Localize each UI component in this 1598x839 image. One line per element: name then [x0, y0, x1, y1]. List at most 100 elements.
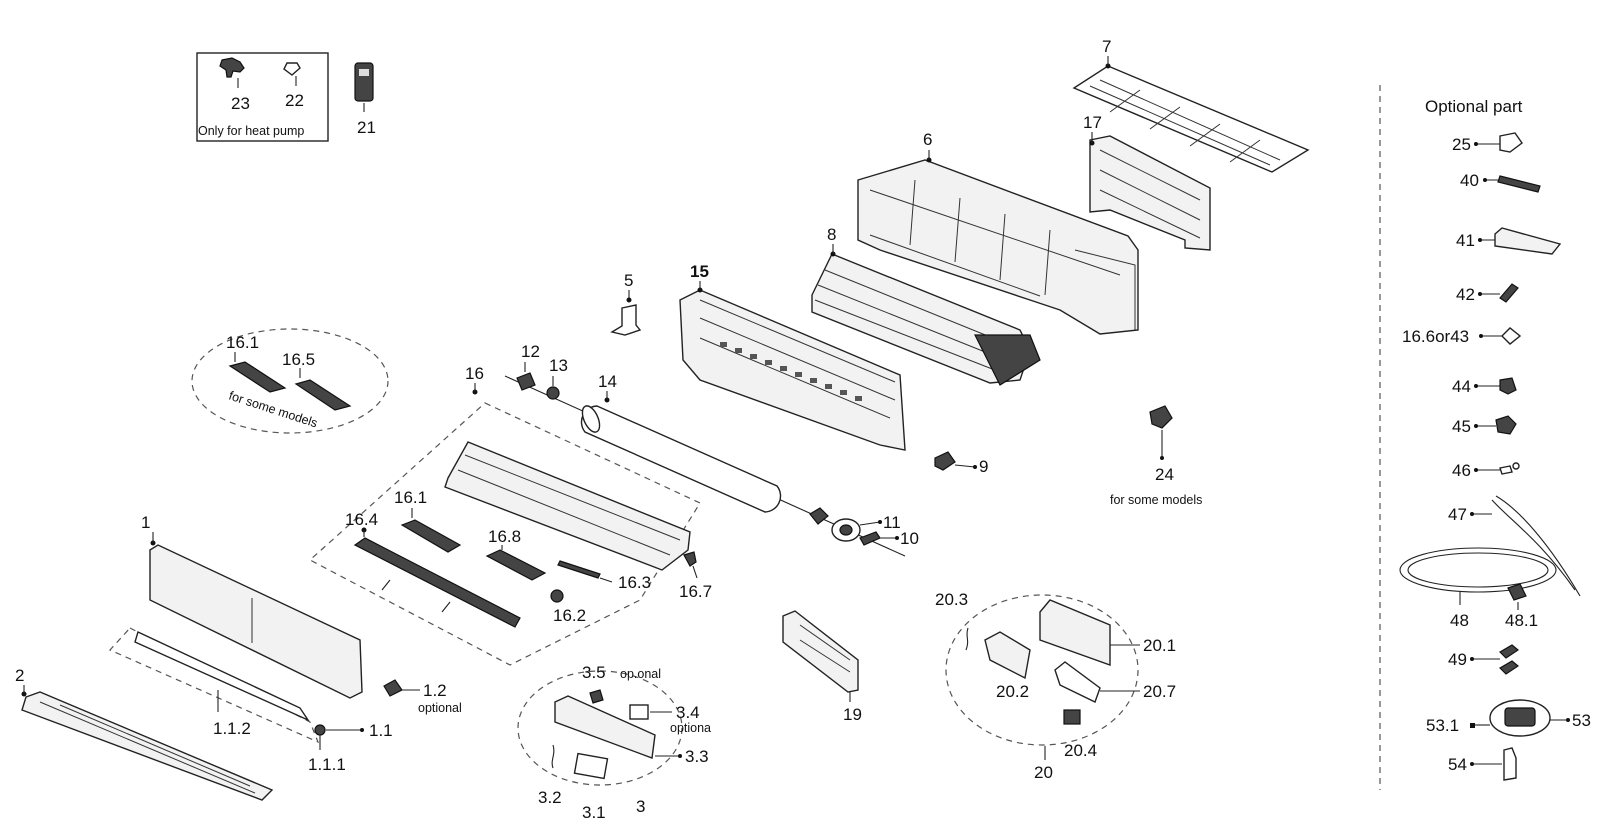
label-1: 1 — [141, 513, 150, 532]
label-3: 3 — [636, 797, 645, 816]
part-7-filter: 7 — [1072, 37, 1310, 173]
label-3-1: 3.1 — [582, 803, 606, 822]
label-16-3: 16.3 — [618, 573, 651, 592]
optional-part-title: Optional part — [1425, 97, 1523, 116]
label-3-2: 3.2 — [538, 788, 562, 807]
part-21-remote: 21 — [354, 62, 376, 137]
part-1-1-group: 1.1.2 1.1 1.1.1 — [108, 627, 393, 774]
part-15-frame: 15 — [679, 262, 906, 451]
label-20-4: 20.4 — [1064, 741, 1097, 760]
label-20-3: 20.3 — [935, 590, 968, 609]
label-45: 45 — [1452, 417, 1471, 436]
note-some-models-a: for some models — [227, 389, 319, 431]
part-23-shape — [219, 57, 245, 88]
part-10-clamp: 10 — [859, 529, 919, 548]
part-16-1b-shape — [400, 508, 462, 553]
label-1-1-1: 1.1.1 — [308, 755, 346, 774]
optional-47: 47 — [1448, 495, 1581, 597]
part-19-pcb: 19 — [782, 610, 862, 724]
label-46: 46 — [1452, 461, 1471, 480]
part-16-2-shape — [550, 589, 564, 603]
note-optional-3-5: op.onal — [620, 667, 661, 681]
louver-oval: 16.1 16.5 for some models — [191, 328, 389, 434]
label-16-5: 16.5 — [282, 350, 315, 369]
part-22-shape — [283, 62, 301, 86]
label-1-1-2: 1.1.2 — [213, 719, 251, 738]
label-9: 9 — [979, 457, 988, 476]
part-1-2-shape: 1.2 optional — [383, 679, 462, 715]
label-16: 16 — [465, 364, 484, 383]
part-12-bearing: 12 — [516, 342, 540, 391]
label-20-1: 20.1 — [1143, 636, 1176, 655]
label-20-2: 20.2 — [996, 682, 1029, 701]
optional-45: 45 — [1452, 415, 1517, 436]
label-44: 44 — [1452, 377, 1471, 396]
part-2-bottom-frame: 2 — [15, 666, 274, 801]
label-16-1b: 16.1 — [394, 488, 427, 507]
label-10: 10 — [900, 529, 919, 548]
label-49: 49 — [1448, 650, 1467, 669]
label-54: 54 — [1448, 755, 1467, 774]
label-11: 11 — [883, 513, 901, 532]
heat-pump-note: Only for heat pump — [198, 124, 304, 138]
label-3-5: 3.5 — [582, 663, 606, 682]
label-17: 17 — [1083, 113, 1102, 132]
label-19: 19 — [843, 705, 862, 724]
label-16-8: 16.8 — [488, 527, 521, 546]
label-7: 7 — [1102, 37, 1111, 56]
optional-48: 48 48.1 — [1399, 547, 1557, 630]
label-14: 14 — [598, 372, 617, 391]
optional-16-6or43: 16.6or43 — [1402, 327, 1522, 346]
label-20: 20 — [1034, 763, 1053, 782]
label-53-1: 53.1 — [1426, 716, 1459, 735]
label-25: 25 — [1452, 135, 1471, 154]
part-20-group: 20.3 20.1 20.2 20.7 20.4 20 — [935, 590, 1176, 782]
part-24-ion: 24 for some models — [1110, 405, 1202, 507]
optional-54: 54 — [1448, 747, 1517, 781]
label-1-2: 1.2 — [423, 681, 447, 700]
note-optional-3-4: optiona — [670, 721, 711, 735]
part-13-rubber: 13 — [546, 356, 568, 400]
part-16-4-shape — [353, 527, 521, 628]
label-6: 6 — [923, 130, 932, 149]
label-16-2: 16.2 — [553, 606, 586, 625]
part-16-8-shape — [485, 545, 547, 581]
part-17-mounting-plate: 17 — [1083, 113, 1211, 251]
part-8-evaporator: 8 — [811, 225, 1041, 386]
label-12: 12 — [521, 342, 540, 361]
part-16-group: 16 16.4 16.1 16.8 16.3 16.2 — [308, 364, 712, 666]
label-22: 22 — [285, 91, 304, 110]
part-9-sensor: 9 — [934, 451, 988, 476]
part-5-bracket: 5 — [610, 271, 642, 336]
part-3-display-group: 3.5 op.onal 3.4 optiona 3.3 3.2 3.1 3 — [517, 663, 711, 822]
label-40: 40 — [1460, 171, 1479, 190]
label-3-3: 3.3 — [685, 747, 709, 766]
note-24: for some models — [1110, 493, 1202, 507]
label-13: 13 — [549, 356, 568, 375]
optional-49: 49 — [1448, 644, 1520, 675]
drain-pan-shape — [444, 441, 691, 571]
label-24: 24 — [1155, 465, 1174, 484]
label-42: 42 — [1456, 285, 1475, 304]
label-21: 21 — [357, 118, 376, 137]
optional-40: 40 — [1460, 171, 1541, 193]
optional-46: 46 — [1452, 461, 1520, 480]
label-16-7: 16.7 — [679, 582, 712, 601]
label-16-6or43: 16.6or43 — [1402, 327, 1469, 346]
optional-41: 41 — [1456, 227, 1562, 255]
label-2: 2 — [15, 666, 24, 685]
optional-53: 53 53.1 — [1426, 699, 1591, 737]
label-20-7: 20.7 — [1143, 682, 1176, 701]
optional-42: 42 — [1456, 283, 1519, 304]
label-48-1: 48.1 — [1505, 611, 1538, 630]
label-1-1: 1.1 — [369, 721, 393, 740]
part-16-3-shape — [557, 560, 613, 583]
label-41: 41 — [1456, 231, 1475, 250]
part-16-7-shape — [683, 551, 698, 579]
part-11-motor: 11 — [809, 507, 901, 542]
label-47: 47 — [1448, 505, 1467, 524]
label-16-1a: 16.1 — [226, 333, 259, 352]
label-3-4: 3.4 — [676, 703, 700, 722]
part-6-chassis: 6 — [857, 130, 1139, 335]
